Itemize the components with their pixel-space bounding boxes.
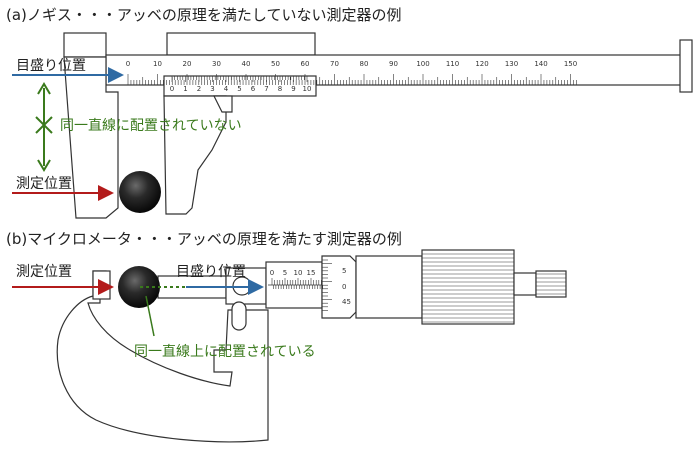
micrometer-ratchet-cap: [535, 270, 567, 298]
caliper-thumb-grip: [213, 95, 233, 113]
inline-pointer-line: [145, 295, 155, 337]
label-offset: 同一直線に配置されていない: [60, 117, 242, 134]
micrometer-thimble: [321, 255, 357, 319]
caliper-fixed-upper-jaw: [63, 32, 107, 58]
sleeve-number: 10: [294, 269, 303, 277]
main-scale-number: 140: [534, 60, 547, 68]
vernier-number: 3: [210, 85, 214, 93]
section-a-title: (a)ノギス・・・アッベの原理を満たしていない測定器の例: [6, 6, 401, 24]
caliper-main-scale: 0 10 20 30 40 50 60 70 80 90 100 110 120 130 140 150: [126, 60, 577, 85]
main-scale-number: 150: [564, 60, 577, 68]
main-scale-number: 100: [416, 60, 429, 68]
micrometer-thimble-body: [355, 255, 423, 319]
caliper-fixed-lower-jaw: [63, 56, 119, 219]
micrometer-anvil: [92, 270, 111, 300]
cross-mark-icon-stroke: [35, 116, 53, 134]
micrometer-lock-lever: [231, 301, 247, 331]
offset-indicator: [35, 82, 53, 172]
main-scale-number: 90: [389, 60, 398, 68]
main-scale-number: 50: [271, 60, 280, 68]
main-scale-number: 60: [301, 60, 310, 68]
main-scale-number: 70: [330, 60, 339, 68]
label-scale-position-a: 目盛り位置: [16, 58, 86, 74]
vernier-number: 8: [278, 85, 282, 93]
caliper-slider-lower-jaw: [163, 95, 227, 215]
vernier-number: 0: [170, 85, 174, 93]
measured-ball-a: [119, 171, 161, 213]
main-scale-number: 10: [153, 60, 162, 68]
caliper-slider-top: [166, 32, 316, 56]
thimble-number: 0: [342, 283, 346, 291]
thimble-number: 45: [342, 298, 351, 306]
caliper-depth-rod: [679, 39, 693, 93]
label-inline: 同一直線上に配置されている: [134, 343, 316, 360]
vernier-number: 7: [264, 85, 268, 93]
main-scale-number: 20: [183, 60, 192, 68]
sleeve-number: 0: [270, 269, 274, 277]
label-measure-position-b: 測定位置: [16, 264, 72, 280]
main-scale-number: 0: [126, 60, 130, 68]
sleeve-number: 5: [283, 269, 287, 277]
main-scale-number: 40: [242, 60, 251, 68]
sleeve-number: 15: [307, 269, 316, 277]
vernier-number: 9: [291, 85, 295, 93]
main-scale-number: 110: [446, 60, 459, 68]
vernier-caliper: [63, 32, 693, 219]
offset-arrow-up-head: [37, 82, 51, 95]
label-scale-position-b: 目盛り位置: [176, 264, 246, 280]
micrometer-frame: [56, 270, 269, 443]
main-scale-number: 80: [360, 60, 369, 68]
offset-arrow-down-head: [37, 159, 51, 172]
vernier-number: 5: [237, 85, 241, 93]
main-scale-number: 130: [505, 60, 518, 68]
measured-ball-b: [118, 266, 160, 308]
vernier-number: 6: [251, 85, 256, 93]
vernier-number: 1: [183, 85, 187, 93]
micrometer-ratchet-neck: [513, 272, 537, 296]
main-scale-number: 120: [475, 60, 488, 68]
main-scale-number: 30: [212, 60, 221, 68]
micrometer-sleeve-scale: 0 5 10 15: [268, 269, 324, 289]
vernier-number: 10: [303, 85, 312, 93]
thimble-number: 5: [342, 267, 346, 275]
micrometer-thimble-scale: 5 0 45: [322, 259, 351, 311]
section-b-title: (b)マイクロメータ・・・アッベの原理を満たす測定器の例: [6, 230, 402, 248]
vernier-number: 4: [224, 85, 229, 93]
micrometer-ratchet-knurl: [421, 249, 515, 325]
label-measure-position-a: 測定位置: [16, 176, 72, 192]
vernier-number: 2: [197, 85, 201, 93]
